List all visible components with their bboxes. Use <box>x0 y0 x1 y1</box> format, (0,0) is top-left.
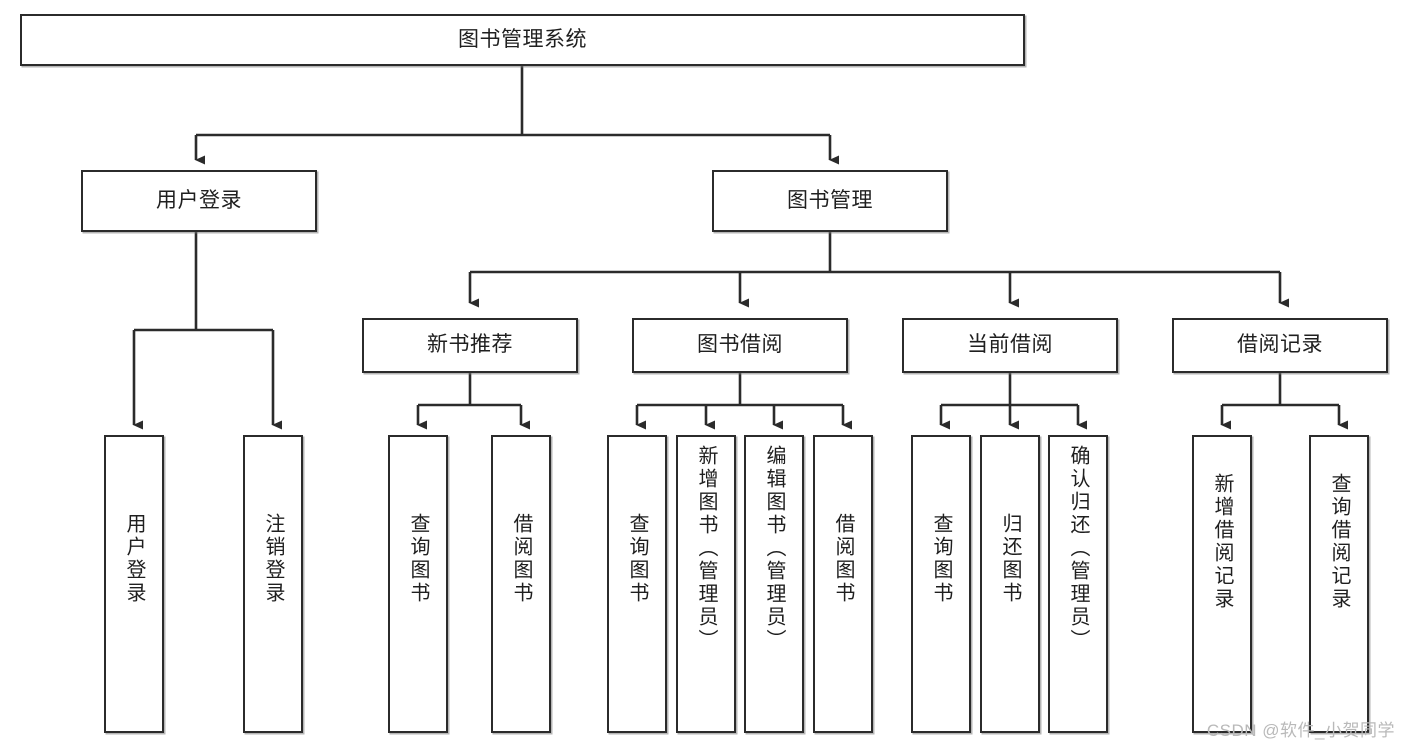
node-leaf-query-book-recommend[interactable]: 查询图书 <box>388 435 448 733</box>
node-label: 新书推荐 <box>427 333 513 357</box>
node-label: 用户登录 <box>123 513 145 605</box>
node-label: 编辑图书（管理员） <box>763 445 785 652</box>
node-label: 图书管理 <box>787 188 873 212</box>
node-label: 新增图书（管理员） <box>695 445 717 652</box>
node-label: 图书借阅 <box>697 333 783 357</box>
node-label: 查询借阅记录 <box>1328 473 1350 611</box>
node-new-book-recommend[interactable]: 新书推荐 <box>362 318 578 373</box>
node-label: 注销登录 <box>262 513 284 605</box>
node-leaf-query-book-borrow[interactable]: 查询图书 <box>607 435 667 733</box>
node-label: 归还图书 <box>999 513 1021 605</box>
node-label: 查询图书 <box>930 513 952 605</box>
node-leaf-user-login[interactable]: 用户登录 <box>104 435 164 733</box>
node-book-borrow[interactable]: 图书借阅 <box>632 318 848 373</box>
node-user-login[interactable]: 用户登录 <box>81 170 317 232</box>
node-label: 查询图书 <box>626 513 648 605</box>
node-borrow-record[interactable]: 借阅记录 <box>1172 318 1388 373</box>
node-label: 用户登录 <box>156 188 242 212</box>
node-leaf-edit-book-admin[interactable]: 编辑图书（管理员） <box>744 435 804 733</box>
node-leaf-query-book-current[interactable]: 查询图书 <box>911 435 971 733</box>
node-label: 借阅图书 <box>832 513 854 605</box>
node-leaf-add-borrow-record[interactable]: 新增借阅记录 <box>1192 435 1252 733</box>
node-leaf-borrow-book[interactable]: 借阅图书 <box>813 435 873 733</box>
node-book-management[interactable]: 图书管理 <box>712 170 948 232</box>
node-label: 新增借阅记录 <box>1211 473 1233 611</box>
node-label: 图书管理系统 <box>458 27 587 51</box>
node-label: 查询图书 <box>407 513 429 605</box>
node-label: 借阅图书 <box>510 513 532 605</box>
node-label: 当前借阅 <box>967 333 1053 357</box>
node-current-borrow[interactable]: 当前借阅 <box>902 318 1118 373</box>
node-leaf-add-book-admin[interactable]: 新增图书（管理员） <box>676 435 736 733</box>
node-leaf-logout[interactable]: 注销登录 <box>243 435 303 733</box>
node-leaf-borrow-book-recommend[interactable]: 借阅图书 <box>491 435 551 733</box>
csdn-watermark: CSDN @软件_小贺同学 <box>1206 721 1395 740</box>
node-leaf-confirm-return-admin[interactable]: 确认归还（管理员） <box>1048 435 1108 733</box>
node-leaf-return-book[interactable]: 归还图书 <box>980 435 1040 733</box>
node-leaf-query-borrow-record[interactable]: 查询借阅记录 <box>1309 435 1369 733</box>
node-label: 借阅记录 <box>1237 333 1323 357</box>
node-label: 确认归还（管理员） <box>1067 445 1089 652</box>
node-root-book-management-system[interactable]: 图书管理系统 <box>20 14 1025 66</box>
